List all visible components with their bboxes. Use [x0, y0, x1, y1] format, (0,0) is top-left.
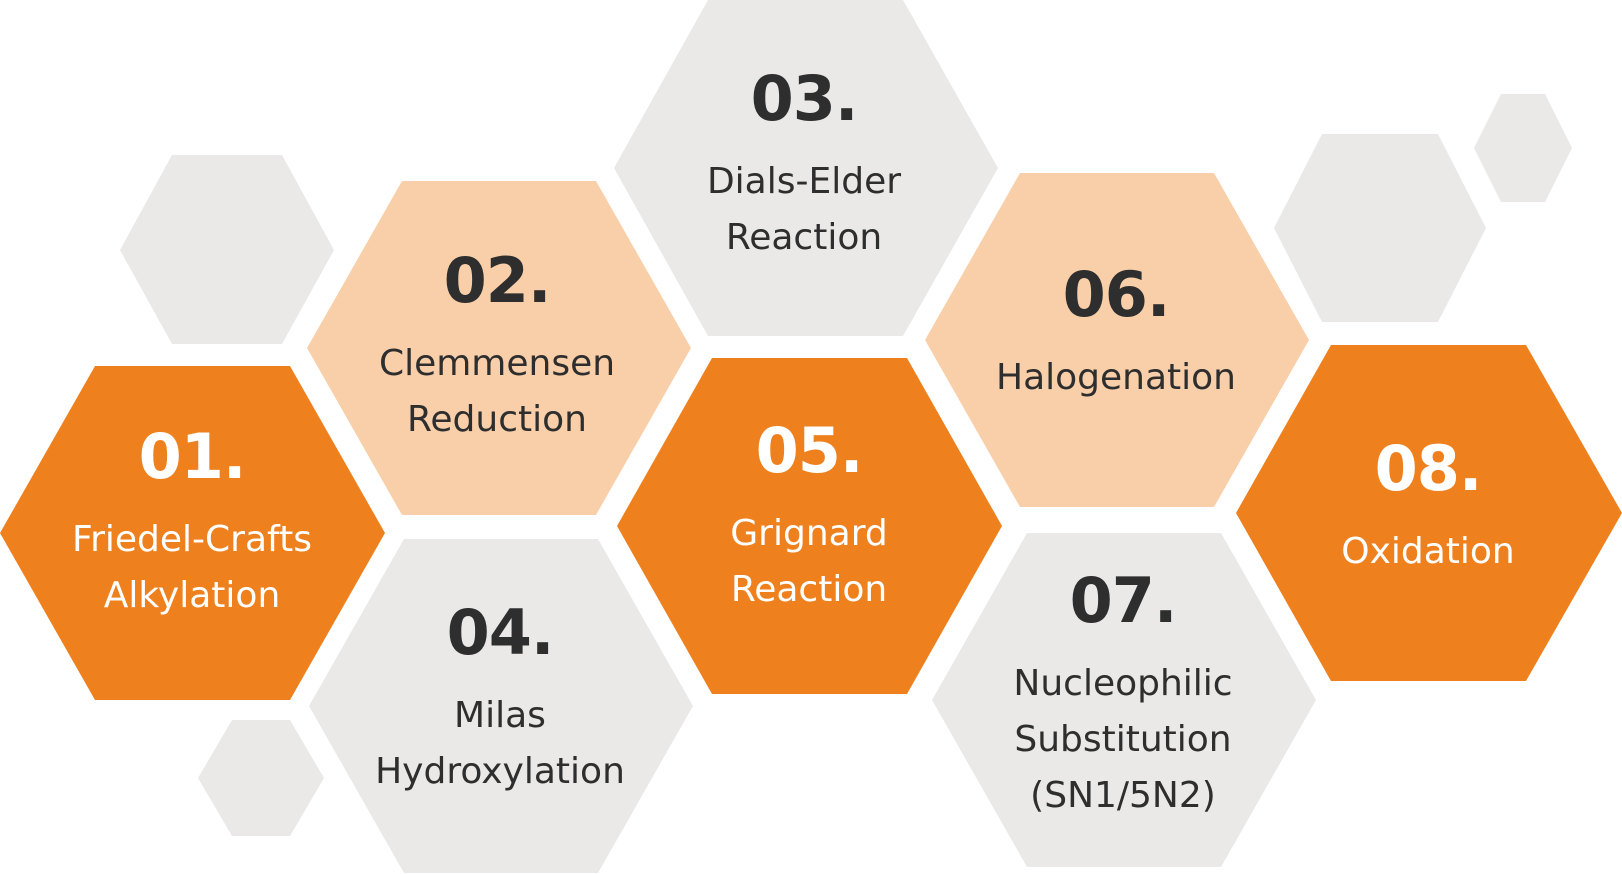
step-title-line: Milas [454, 695, 546, 736]
step-title-line: Oxidation [1341, 531, 1515, 572]
step-number: 05. [755, 414, 864, 487]
step-title-line: Substitution [1014, 719, 1232, 760]
hexagon-01 [0, 366, 385, 700]
step-title: Halogenation [951, 350, 1281, 406]
step-title: Oxidation [1263, 524, 1593, 580]
step-number: 08. [1374, 432, 1483, 505]
step-title-line: Grignard [730, 513, 888, 554]
hexagon-03 [614, 0, 998, 336]
hexagon-05 [617, 358, 1002, 694]
decor-hexagon [1274, 134, 1486, 322]
step-title-line: Nucleophilic [1013, 663, 1233, 704]
step-title-line: Alkylation [103, 575, 281, 616]
step-title-line: Hydroxylation [375, 751, 625, 792]
step-title-line: Halogenation [996, 357, 1236, 398]
step-title-line: Dials-Elder [706, 161, 902, 202]
decor-hexagon [120, 155, 334, 344]
step-title-line: Friedel-Crafts [72, 519, 312, 560]
step-08-label: 08. Oxidation [1263, 438, 1593, 580]
step-title-line: Clemmensen [378, 343, 616, 384]
step-title-line: Reaction [730, 569, 888, 610]
hexagon-08 [1236, 345, 1622, 681]
hexagon-06 [925, 173, 1309, 507]
decor-hexagon [1474, 94, 1572, 202]
step-number: 02. [443, 244, 552, 317]
step-title-line: Reaction [725, 217, 883, 258]
step-title-line: (SN1/5N2) [1030, 775, 1216, 816]
step-number: 04. [446, 596, 555, 669]
decor-hexagon [198, 720, 324, 836]
step-title-line: Reduction [407, 399, 587, 440]
step-number: 03. [750, 62, 859, 135]
hexagon-07 [932, 533, 1316, 867]
step-number: 07. [1069, 564, 1178, 637]
step-06-label: 06. Halogenation [951, 264, 1281, 406]
hexagon-04 [309, 539, 693, 873]
step-number: 01. [138, 420, 247, 493]
step-number: 06. [1062, 258, 1171, 331]
hexagon-02 [307, 181, 691, 515]
